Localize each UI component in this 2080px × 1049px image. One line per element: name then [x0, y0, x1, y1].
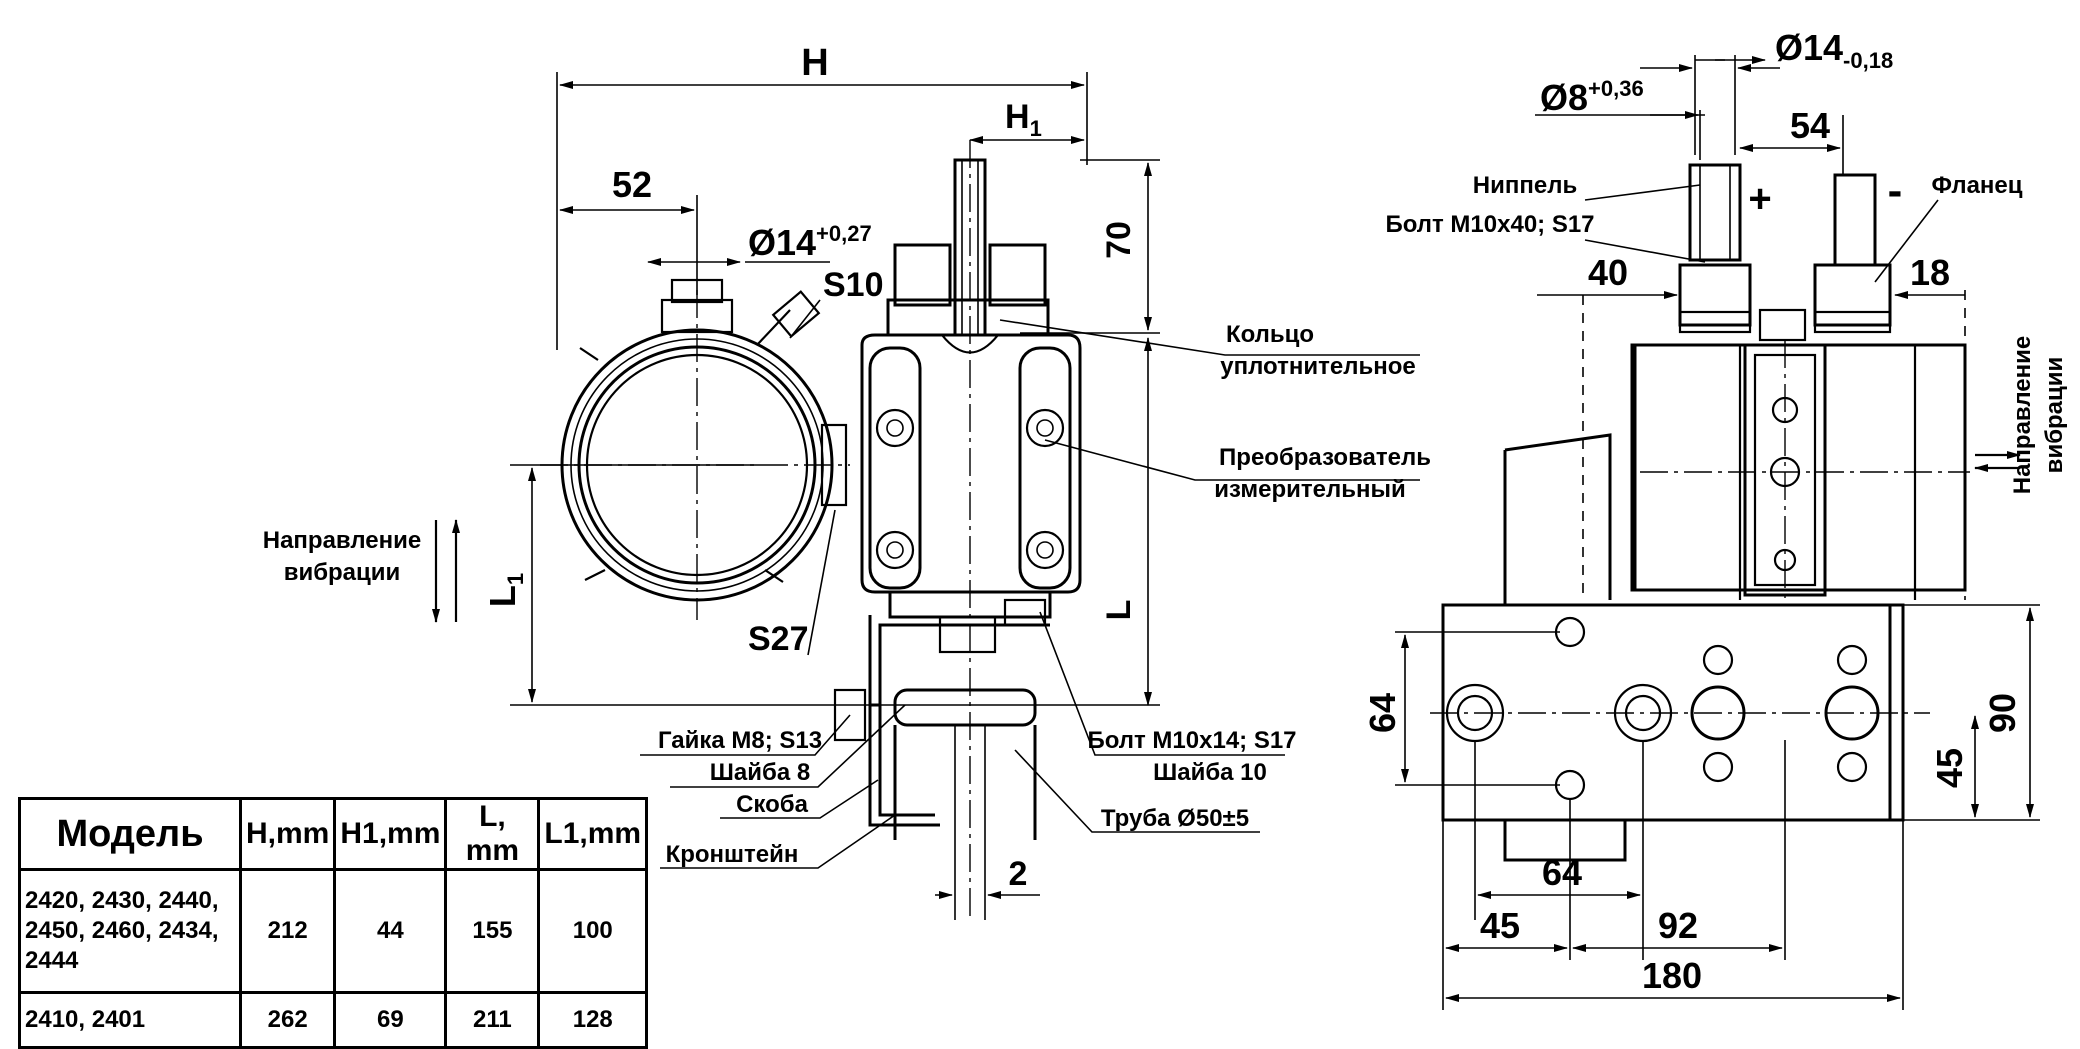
vibration-label-line2: вибрации	[284, 559, 401, 586]
terminal-plus: +	[1748, 177, 1771, 221]
label-nut: Гайка М8; S13	[658, 727, 822, 754]
label-nipple: Ниппель	[1473, 172, 1577, 199]
dim-phi14-right: Ø14-0,18	[1775, 27, 1893, 73]
label-transducer-line1: Преобразователь	[1219, 444, 1431, 471]
dim-64-horizontal: 64	[1542, 852, 1582, 893]
header-H1: H1,mm	[333, 797, 448, 871]
label-bracket: Кронштейн	[666, 841, 799, 868]
table-row: 2410, 2401 262 69 211 128	[18, 991, 649, 1049]
dim-45-horizontal: 45	[1480, 905, 1520, 946]
dim-phi14: Ø14+0,27	[748, 221, 872, 263]
cell-H: 212	[238, 868, 337, 994]
dim-92: 92	[1658, 905, 1698, 946]
dim-phi8: Ø8+0,36	[1540, 76, 1644, 118]
label-washer10: Шайба 10	[1153, 759, 1267, 786]
dim-90: 90	[1982, 693, 2023, 733]
label-flange: Фланец	[1931, 172, 2022, 199]
header-L: L, mm	[444, 797, 541, 871]
dim-18: 18	[1910, 252, 1950, 293]
cell-L: 155	[444, 868, 541, 994]
dim-64-vertical: 64	[1362, 693, 1403, 733]
label-pipe: Труба Ø50±5	[1101, 805, 1249, 832]
dim-L1: L1	[482, 573, 528, 607]
dim-70: 70	[1100, 221, 1138, 259]
table-header-row: Модель H,mm H1,mm L, mm L1,mm	[18, 797, 649, 871]
dim-S10: S10	[823, 266, 884, 304]
label-clamp: Скоба	[736, 791, 809, 818]
label-ring-line1: Кольцо	[1226, 321, 1314, 348]
cell-H: 262	[238, 991, 337, 1049]
model-dimensions-table: Модель H,mm H1,mm L, mm L1,mm 2420, 2430…	[18, 797, 649, 1049]
terminal-minus: -	[1888, 166, 1903, 215]
label-bolt-right: Болт М10х40; S17	[1385, 211, 1594, 238]
hex-bolts	[875, 408, 1065, 570]
dim-52: 52	[612, 164, 652, 205]
cell-H1: 44	[333, 868, 448, 994]
dim-2: 2	[1009, 855, 1028, 893]
right-view: Ø14-0,18 Ø8+0,36 54 Ниппель Болт М10х40;…	[1362, 27, 2068, 1010]
dim-H1: H1	[1005, 98, 1042, 141]
cell-model: 2410, 2401	[18, 991, 242, 1049]
header-model: Модель	[18, 797, 242, 871]
dim-L: L	[1100, 600, 1138, 621]
cell-L1: 128	[537, 991, 649, 1049]
label-washer8: Шайба 8	[710, 759, 810, 786]
label-ring-line2: уплотнительное	[1220, 353, 1415, 380]
header-L1: L1,mm	[537, 797, 649, 871]
left-view: H H1 52 Ø14+0,27 S10 70 L L1 Направление…	[263, 42, 1431, 920]
dim-54: 54	[1790, 105, 1830, 146]
dim-S27: S27	[748, 620, 809, 658]
vibration-right-line1: Направление	[2009, 336, 2036, 495]
vibration-right-line2: вибрации	[2041, 357, 2068, 474]
plate-holes	[1445, 616, 1880, 801]
table-row: 2420, 2430, 2440, 2450, 2460, 2434, 2444…	[18, 868, 649, 994]
dim-45-vertical: 45	[1929, 748, 1970, 788]
header-H: H,mm	[238, 797, 337, 871]
vibration-label-line1: Направление	[263, 527, 422, 554]
cell-model: 2420, 2430, 2440, 2450, 2460, 2434, 2444	[18, 868, 242, 994]
dim-180: 180	[1642, 955, 1702, 996]
cell-H1: 69	[333, 991, 448, 1049]
label-bolt: Болт М10х14; S17	[1087, 727, 1296, 754]
dim-40: 40	[1588, 252, 1628, 293]
dim-H: H	[801, 42, 828, 84]
cell-L1: 100	[537, 868, 649, 994]
cell-L: 211	[444, 991, 541, 1049]
